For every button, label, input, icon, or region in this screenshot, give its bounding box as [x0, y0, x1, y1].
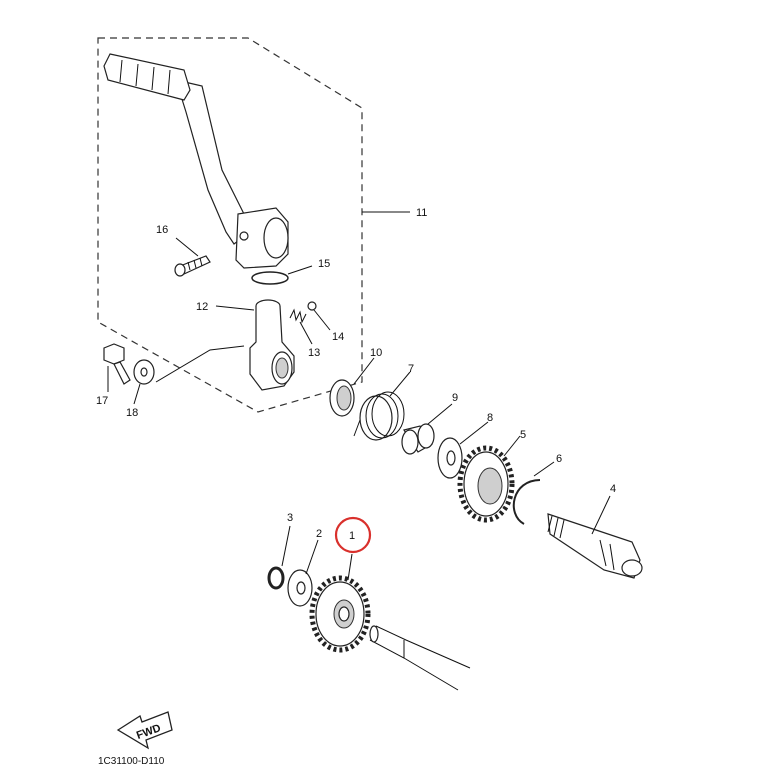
label-part-7: 7 — [408, 363, 414, 375]
highlight-circle — [334, 516, 372, 554]
label-part-14: 14 — [332, 331, 344, 343]
spring-guide-9 — [401, 423, 435, 455]
label-part-6: 6 — [556, 453, 562, 465]
boss-12 — [249, 299, 295, 391]
idle-gear-1 — [309, 575, 371, 653]
label-part-15: 15 — [318, 258, 330, 270]
label-part-4: 4 — [610, 483, 616, 495]
label-part-10: 10 — [370, 347, 382, 359]
label-part-13: 13 — [308, 347, 320, 359]
torsion-spring-7 — [353, 391, 405, 441]
label-part-16: 16 — [156, 224, 168, 236]
label-part-17: 17 — [96, 395, 108, 407]
assembly-11-boundary — [97, 37, 363, 413]
bolt-16 — [174, 255, 211, 277]
spring-13 — [289, 308, 307, 324]
label-part-1: 1 — [349, 530, 355, 542]
o-ring-15 — [251, 271, 289, 285]
circlip-6 — [512, 479, 541, 525]
kick-lever — [103, 53, 289, 269]
kick-axle-4 — [547, 513, 643, 579]
label-part-12: 12 — [196, 301, 208, 313]
drawing-code: 1C31100-D110 — [98, 756, 165, 767]
bolt-17 — [103, 343, 131, 385]
washer-8 — [437, 437, 463, 479]
label-part-8: 8 — [487, 412, 493, 424]
shaft-reference — [369, 625, 471, 691]
label-part-2: 2 — [316, 528, 322, 540]
kick-gear-5 — [457, 445, 515, 523]
ball-14 — [307, 301, 317, 311]
label-part-11: 11 — [416, 207, 427, 219]
label-part-9: 9 — [452, 392, 458, 404]
fwd-arrow-icon: FWD — [116, 711, 173, 750]
circlip-3 — [267, 566, 285, 590]
washer-2 — [287, 569, 313, 607]
washer-18 — [133, 359, 155, 385]
label-part-18: 18 — [126, 407, 138, 419]
label-part-3: 3 — [287, 512, 293, 524]
oil-seal-10 — [329, 379, 355, 417]
label-part-5: 5 — [520, 429, 526, 441]
